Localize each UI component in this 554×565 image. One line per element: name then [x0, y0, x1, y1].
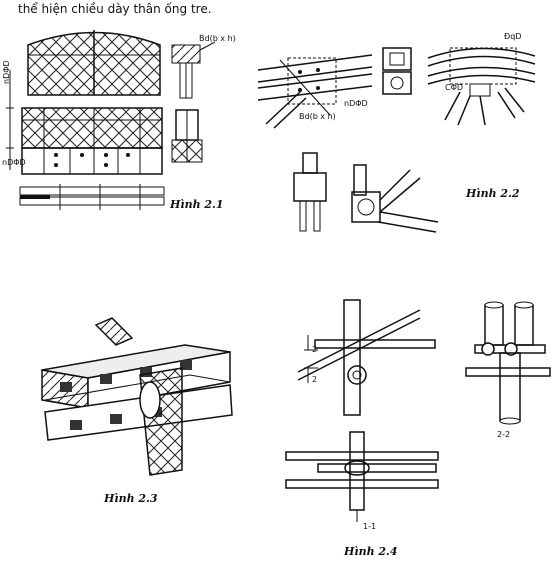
fig22-caption: Hình 2.2 [466, 187, 520, 200]
fig22-dqd-label: ĐqD [504, 32, 522, 41]
fig22-lower-left-detail [293, 152, 327, 232]
fig24-dim-2-bottom: 2 [312, 375, 318, 384]
fig21-dimension-lines [6, 70, 14, 170]
fig23-caption: Hình 2.3 [104, 492, 158, 505]
fig22-bd-label: Bd(b x h) [299, 112, 336, 121]
fig22-lower-right-detail [351, 164, 439, 233]
fig21-bd-label: Bd(b x h) [199, 34, 236, 43]
fig22-left-joint [257, 54, 373, 129]
fig21-arched-truss [27, 30, 161, 96]
fig24-caption: Hình 2.4 [344, 545, 398, 558]
intro-text: thể hiện chiều dày thân ống tre. [18, 2, 212, 16]
fig21-bottom-beam [19, 184, 165, 210]
fig21-joint-detail-top [171, 41, 216, 99]
fig21-flat-truss [21, 107, 163, 149]
fig24-section-1-1 [285, 431, 439, 522]
fig24-section-22-label: 2-2 [497, 430, 511, 439]
fig22-section-boxes [382, 47, 412, 95]
fig23-top-post [94, 317, 134, 346]
fig21-ndpd-bottom-label: nDΦD [2, 158, 26, 167]
fig22-right-joint [427, 47, 536, 126]
fig21-bottom-frame [21, 147, 163, 175]
fig21-caption: Hình 2.1 [170, 198, 224, 211]
fig24-main-joint [297, 299, 436, 416]
fig24-section-2-2 [465, 301, 551, 425]
fig22-ndpd-label: nDΦD [344, 99, 368, 108]
fig22-cpd-label: CΦD [445, 83, 464, 92]
fig24-dim-2-top: 2 [312, 345, 318, 354]
fig24-section-11-label: 1-1 [363, 522, 377, 531]
fig21-joint-detail-bottom [171, 109, 203, 163]
fig23-vertical-post [139, 367, 183, 476]
